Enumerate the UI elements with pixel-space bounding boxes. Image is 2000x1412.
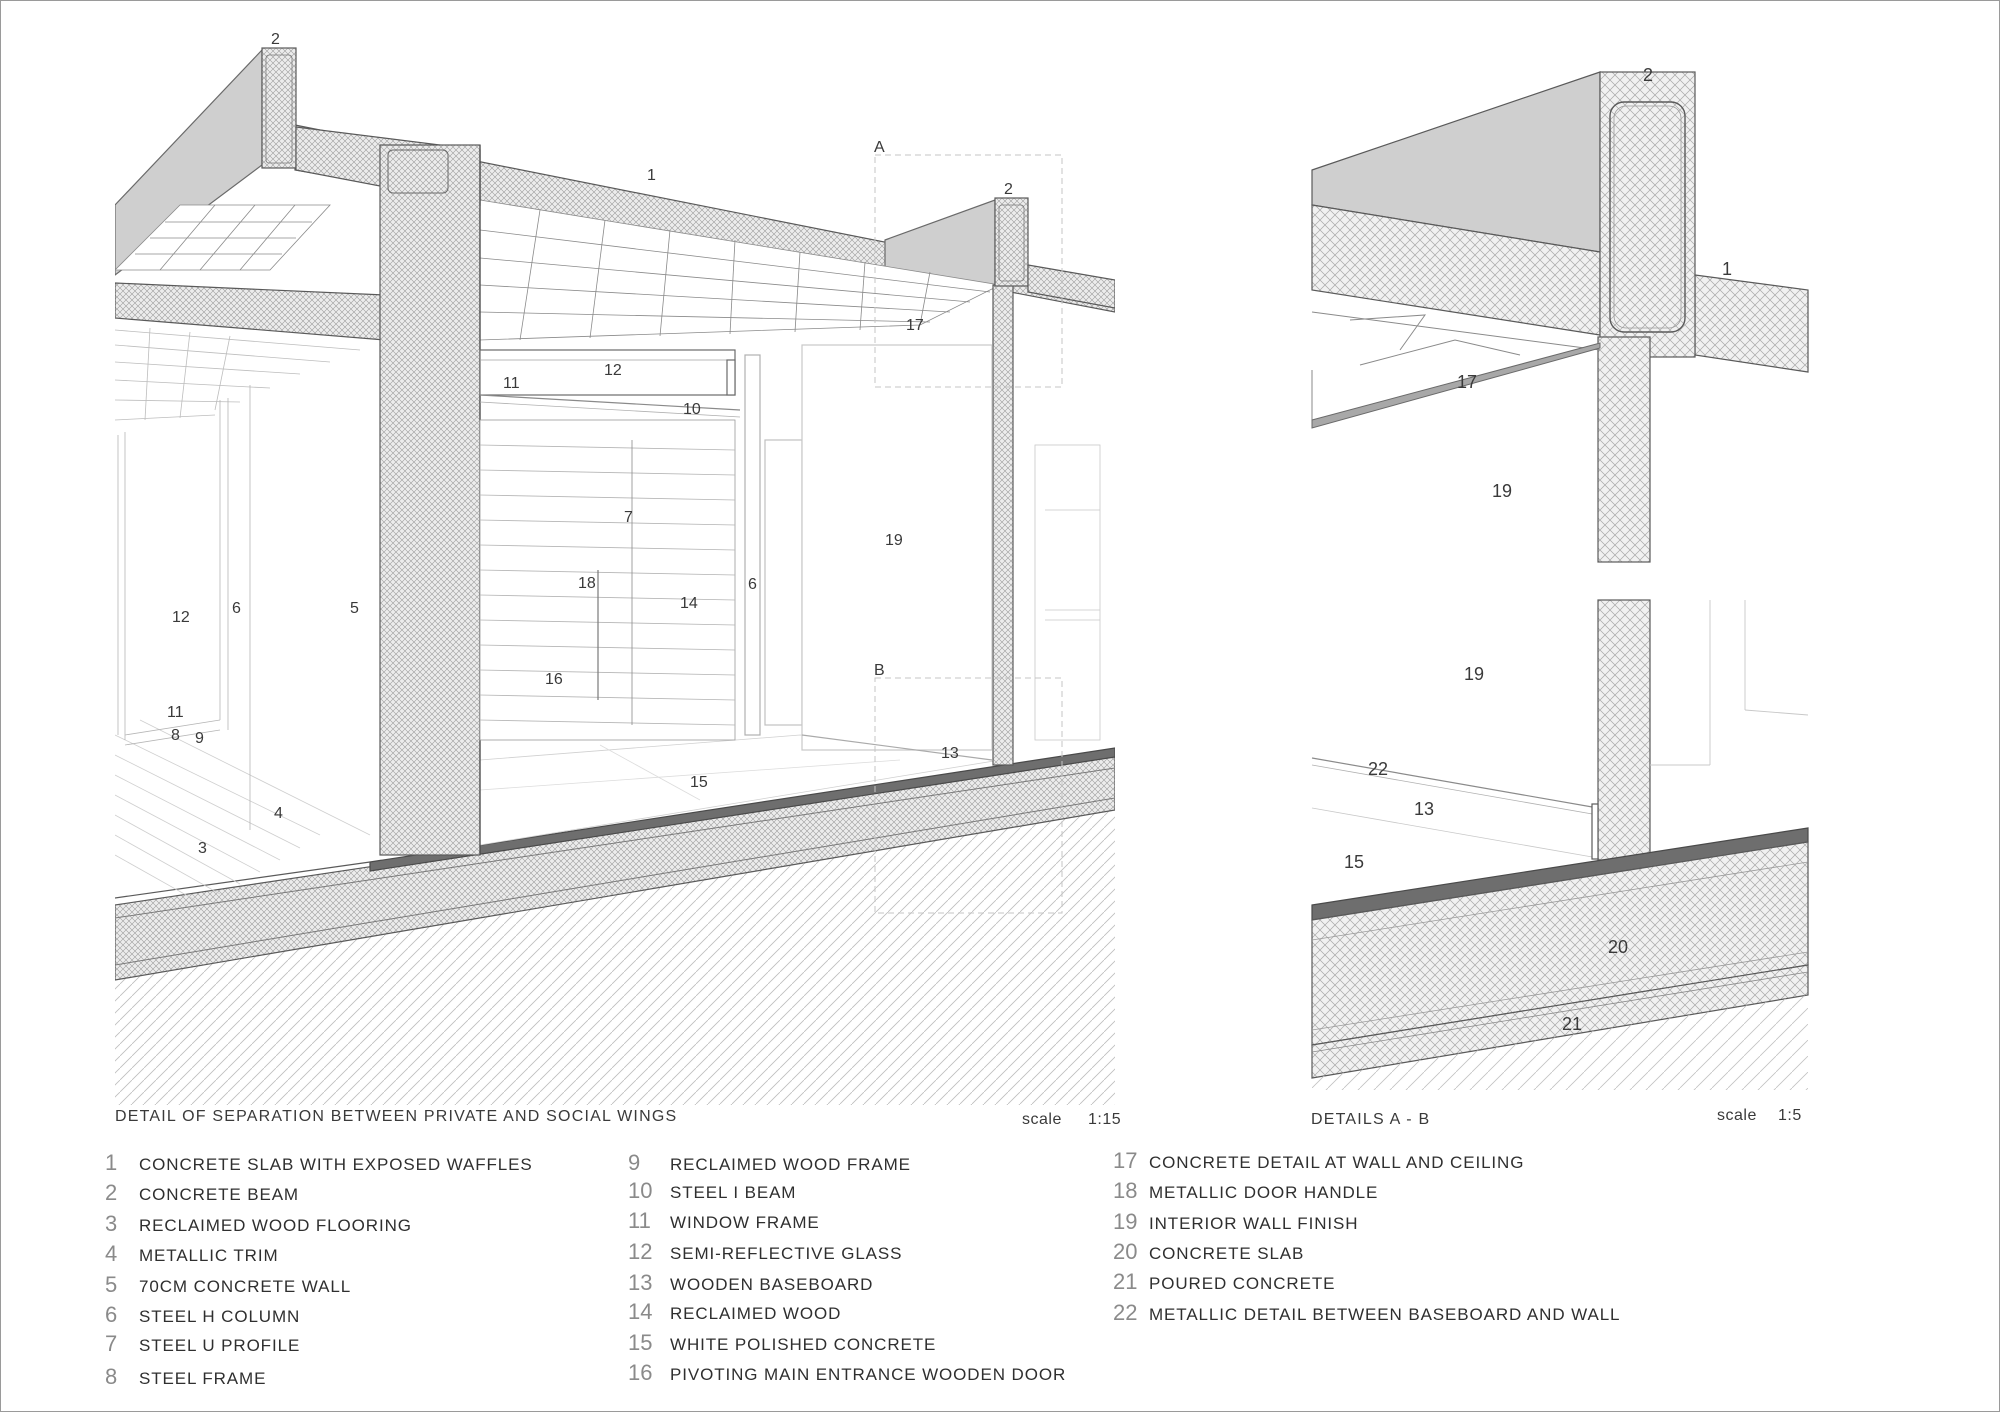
detail-drawing-title: DETAILS A - B [1311,1111,1431,1128]
detail-a-waffle [1311,311,1601,429]
metallic-trim [369,747,1115,872]
callout-detail: 15 [1344,852,1364,872]
callout-detail: 17 [1457,372,1477,392]
callout-detail: 13 [1414,799,1434,819]
callout-main: 13 [941,745,959,762]
beam-right-extension [1027,264,1115,309]
left-glass-wall [117,385,251,830]
callout-main: 4 [274,805,283,822]
callout-main: 2 [1004,181,1013,198]
detail-callouts: 2 1 17 19 19 22 13 15 20 21 [1344,65,1732,1034]
detail-a-b [1311,71,1809,1090]
callout-detail: 1 [1722,259,1732,279]
callout-main: 11 [503,375,520,392]
callout-main: 6 [748,576,757,593]
section-marker-b: B [874,662,885,679]
callout-main: 7 [624,509,633,526]
callout-detail: 20 [1608,937,1628,957]
detail-a-wall [1597,336,1651,563]
detail-scale-value: 1:5 [1778,1107,1802,1124]
baseboard-line [801,734,993,761]
detail-scale-label: scale [1717,1107,1757,1124]
callout-detail: 19 [1464,664,1484,684]
callout-main: 12 [604,362,622,379]
callout-main: 6 [232,600,241,617]
steel-h-column-center [744,354,761,736]
wood-flooring-lines [115,719,371,901]
callout-main: 11 [167,704,184,721]
window-frame-band [479,349,736,396]
wooden-door-slats [479,419,736,741]
callout-main: 17 [906,317,924,334]
detail-b-ground-hatch [1312,995,1808,1090]
right-cabinet [1034,444,1101,741]
left-beam [115,282,386,341]
detail-a-slab-right [1694,274,1809,373]
detail-b-faint-lines [1650,600,1809,766]
concrete-beam-right [994,197,1029,287]
callout-detail: 21 [1562,1014,1582,1034]
callout-main: 1 [647,167,656,184]
callout-main: 2 [271,31,280,48]
detail-box-b [874,677,1063,914]
detail-b-wall [1597,599,1651,861]
main-axonometric-detail [115,47,1115,1105]
section-marker-a: A [874,139,885,156]
callout-main: 14 [680,595,698,612]
callout-main: 15 [690,774,708,791]
callout-main: 10 [683,401,701,418]
callout-main: 3 [198,840,207,857]
concrete-beam-left [261,47,297,169]
detail-box-a [874,154,1063,388]
callout-main: 9 [195,730,204,747]
left-waffle-lines [115,327,361,421]
main-scale-value: 1:15 [1088,1111,1122,1128]
callout-main: 5 [350,600,359,617]
callout-main: 8 [171,727,180,744]
main-callouts: 2 1 2 17 11 12 10 7 19 18 14 6 12 6 5 16… [167,31,1013,857]
callout-detail: 19 [1492,481,1512,501]
callout-main: 12 [172,609,190,626]
detail-a-beam [1599,71,1696,358]
main-scale-label: scale [1022,1111,1062,1128]
callout-detail: 2 [1643,65,1653,85]
steel-column-right [992,284,1014,766]
callout-main: 19 [885,532,903,549]
callout-main: 16 [545,671,563,688]
ground-hatch [115,770,1115,1105]
main-drawing-title: DETAIL OF SEPARATION BETWEEN PRIVATE AND… [115,1108,678,1125]
interior-wall [801,344,993,751]
concrete-wall-70cm [379,144,481,856]
callout-main: 18 [578,575,596,592]
callout-detail: 22 [1368,759,1388,779]
